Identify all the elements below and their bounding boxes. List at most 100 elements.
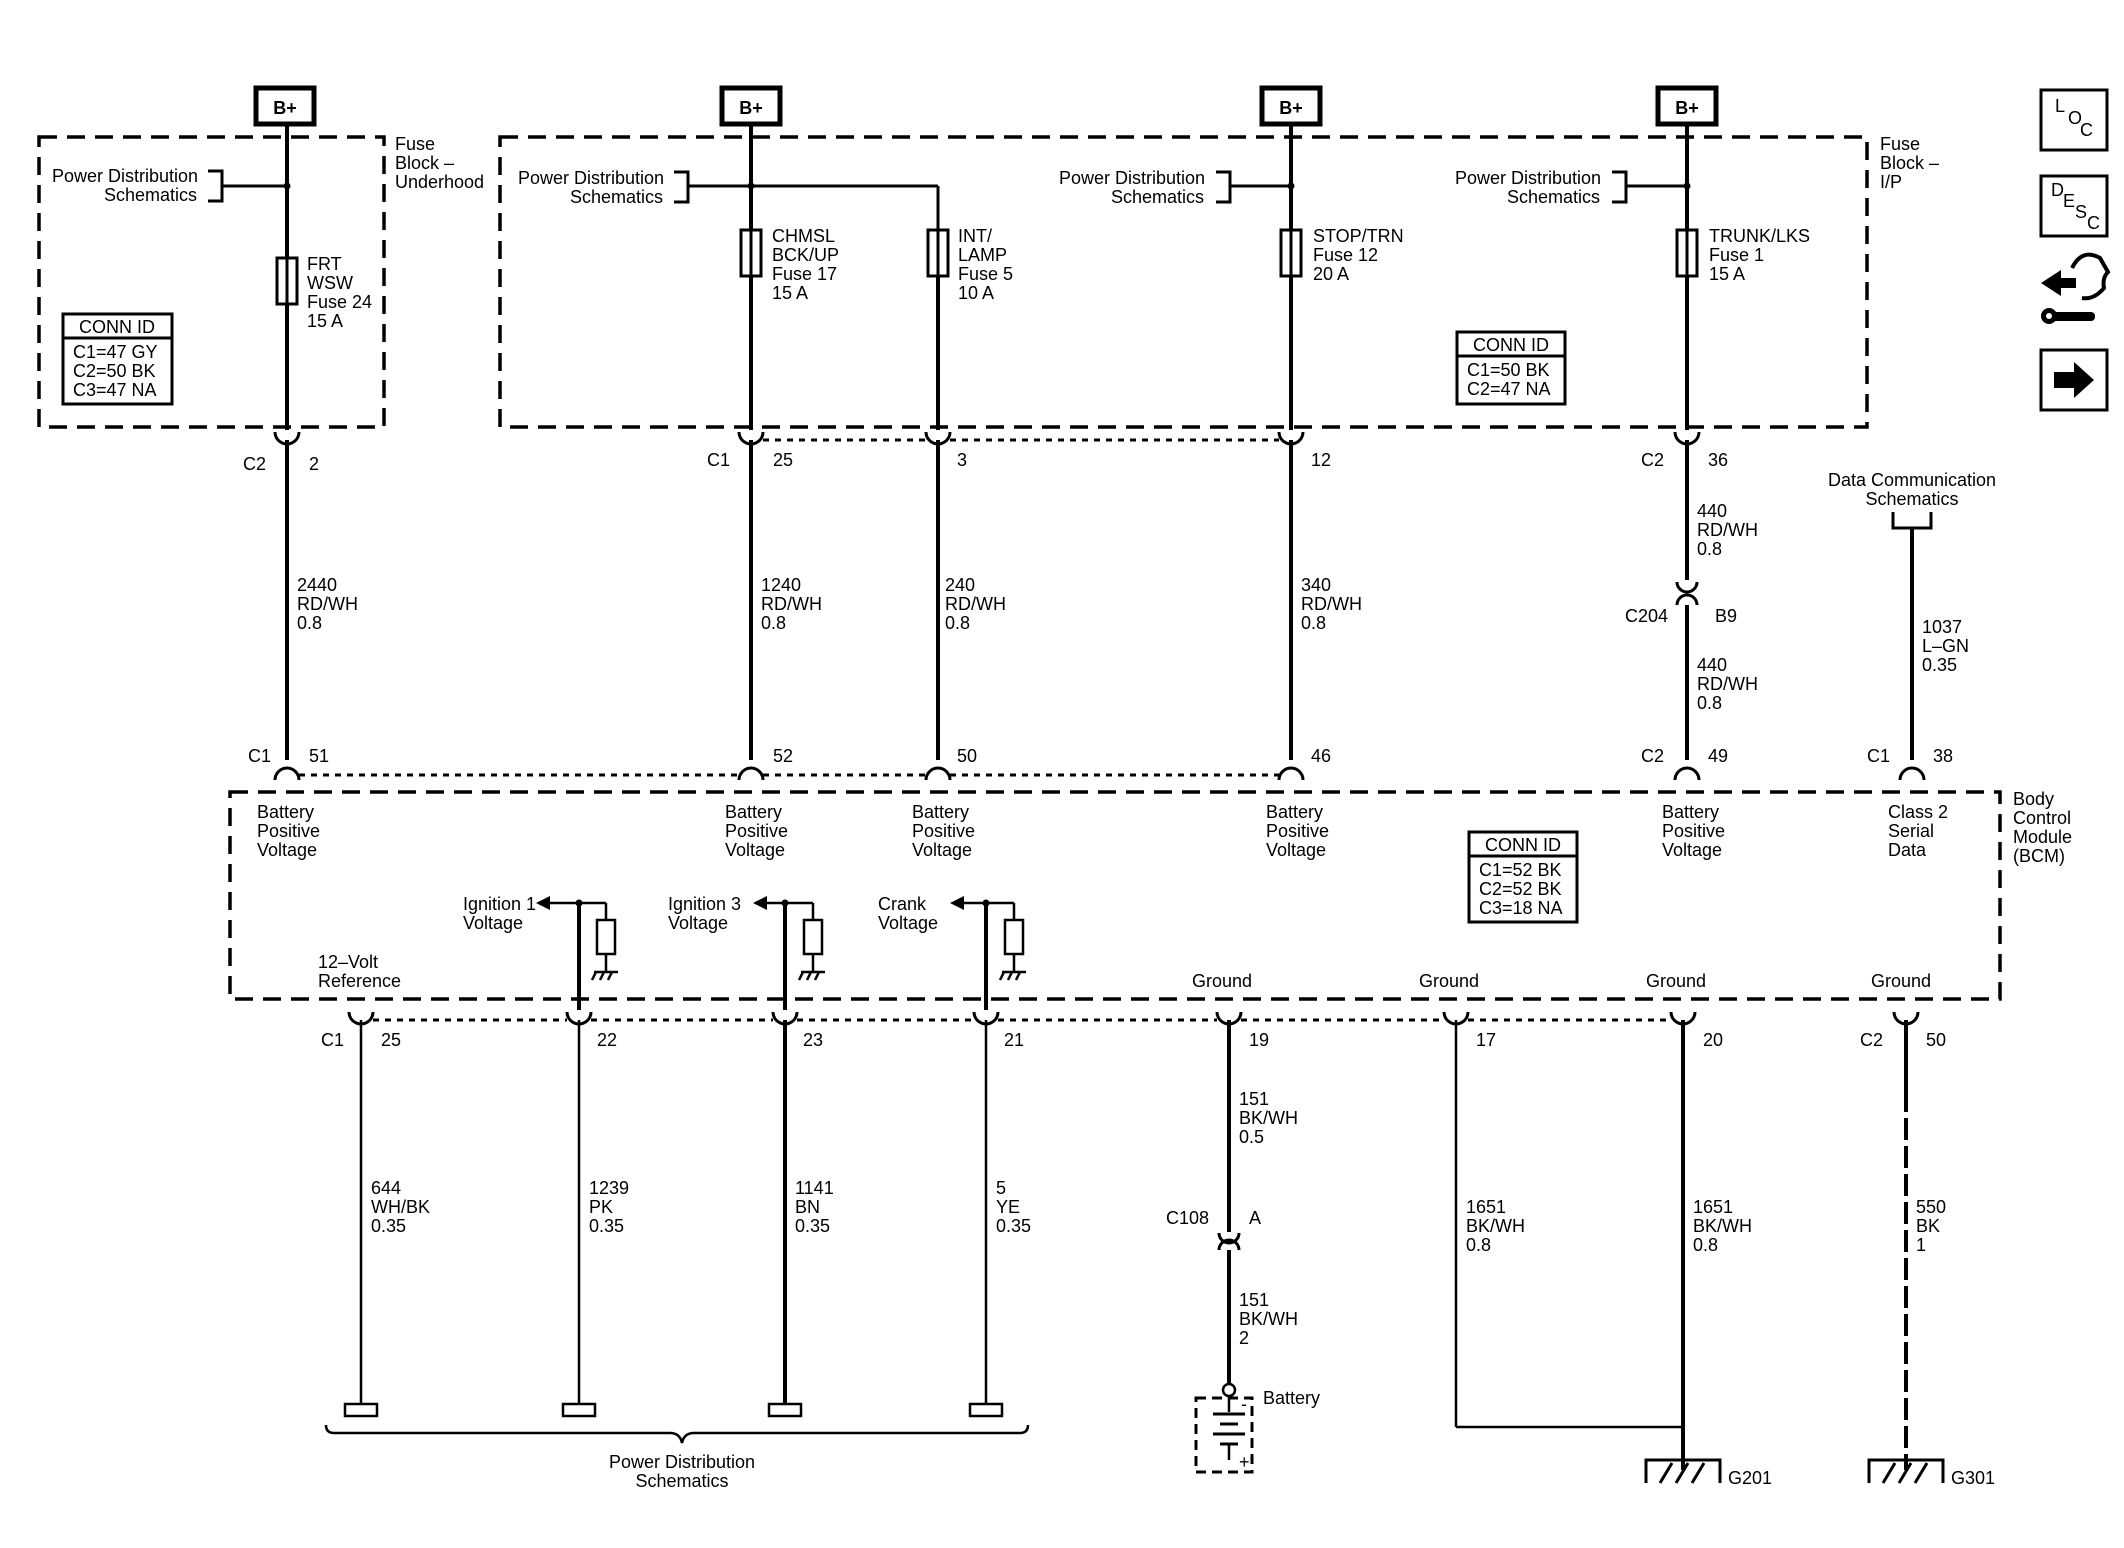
pin-label: 50 xyxy=(957,746,977,766)
b-plus-label: B+ xyxy=(739,98,763,118)
pd-schematics-link[interactable]: Schematics xyxy=(635,1471,728,1491)
fuse-label: FRT xyxy=(307,254,342,274)
bcm-title: (BCM) xyxy=(2013,846,2065,866)
wire-label: 240 xyxy=(945,575,975,595)
fuse-label: STOP/TRN xyxy=(1313,226,1404,246)
connector-label: C1 xyxy=(1867,746,1890,766)
wire-label: 1239 xyxy=(589,1178,629,1198)
pin-function: Voltage xyxy=(257,840,317,860)
pin-function: Battery xyxy=(1266,802,1323,822)
battery-label: Battery xyxy=(1263,1388,1320,1408)
wire-label: 644 xyxy=(371,1178,401,1198)
pin-function: Ground xyxy=(1646,971,1706,991)
wire-label: WH/BK xyxy=(371,1197,430,1217)
pd-schematics-link[interactable]: Schematics xyxy=(104,185,197,205)
wrench-icon xyxy=(2041,252,2111,324)
pin-label: 25 xyxy=(381,1030,401,1050)
pin-function: Positive xyxy=(1266,821,1329,841)
nav-desc-letter: D xyxy=(2051,180,2064,200)
pd-schematics-link[interactable]: Power Distribution xyxy=(1059,168,1205,188)
pin-label: A xyxy=(1249,1208,1261,1228)
arrow-right-icon xyxy=(2054,362,2094,398)
pin-label: 49 xyxy=(1708,746,1728,766)
pd-schematics-link[interactable]: Power Distribution xyxy=(609,1452,755,1472)
input-label: Ignition 3 xyxy=(668,894,741,914)
c108-connector: C108 A xyxy=(1166,1208,1261,1251)
ground-label: G301 xyxy=(1951,1468,1995,1488)
pd-schematics-link[interactable]: Power Distribution xyxy=(518,168,664,188)
data-comm-link[interactable]: Data Communication xyxy=(1828,470,1996,490)
wire-label: 440 xyxy=(1697,501,1727,521)
connector-label: C2 xyxy=(243,454,266,474)
wire-label: 0.8 xyxy=(1466,1235,1491,1255)
wire-label: 0.8 xyxy=(1301,613,1326,633)
pd-schematics-link[interactable]: Schematics xyxy=(1111,187,1204,207)
pd-schematics-link[interactable]: Schematics xyxy=(570,187,663,207)
wire-label: 0.8 xyxy=(297,613,322,633)
ground-g201: G201 xyxy=(1644,1458,1772,1488)
fuse-label: BCK/UP xyxy=(772,245,839,265)
pin-function: Positive xyxy=(1662,821,1725,841)
pin-function: Voltage xyxy=(725,840,785,860)
wire-label: 5 xyxy=(996,1178,1006,1198)
ground-g301: G301 xyxy=(1867,1458,1995,1488)
pin-function: Ground xyxy=(1192,971,1252,991)
nav-repair-button[interactable] xyxy=(2041,252,2111,324)
wire-label: 2 xyxy=(1239,1328,1249,1348)
pin-function: Positive xyxy=(912,821,975,841)
conn-id-row: C3=47 NA xyxy=(73,380,157,400)
nav-next-button[interactable] xyxy=(2039,348,2109,412)
wire-label: 0.8 xyxy=(1697,693,1722,713)
wire-label: 550 xyxy=(1916,1197,1946,1217)
pin-function: Voltage xyxy=(912,840,972,860)
data-comm-link[interactable]: Schematics xyxy=(1865,489,1958,509)
fuse-label: 20 A xyxy=(1313,264,1349,284)
b-plus-label: B+ xyxy=(273,98,297,118)
pin-function: Battery xyxy=(1662,802,1719,822)
fuse-block-ip: Fuse Block – I/P Power Distribution Sche… xyxy=(498,124,1939,430)
nav-desc-button[interactable]: D E S C xyxy=(2039,174,2109,238)
nav-desc-letter: S xyxy=(2075,202,2087,222)
pd-schematics-link[interactable]: Schematics xyxy=(1507,187,1600,207)
pd-schematics-link[interactable]: Power Distribution xyxy=(1455,168,1601,188)
data-comm-ref[interactable]: Data Communication Schematics xyxy=(1828,470,1996,530)
fuse-block-underhood: Fuse Block – Underhood Power Distributio… xyxy=(37,124,484,430)
fuse-label: 15 A xyxy=(1709,264,1745,284)
upper-wires: 2440 RD/WH 0.8 1240 RD/WH 0.8 240 RD/WH … xyxy=(285,440,1969,760)
connector-label: C1 xyxy=(321,1030,344,1050)
fuse-label: 15 A xyxy=(772,283,808,303)
wire-label: 151 xyxy=(1239,1089,1269,1109)
pin-label: 17 xyxy=(1476,1030,1496,1050)
conn-id-row: C2=52 BK xyxy=(1479,879,1562,899)
pin-function: Battery xyxy=(725,802,782,822)
ignition-1-input: Ignition 1 Voltage xyxy=(463,894,618,981)
pin-label: 52 xyxy=(773,746,793,766)
connector-label: C108 xyxy=(1166,1208,1209,1228)
pin-function: Ground xyxy=(1871,971,1931,991)
connector-label: C2 xyxy=(1641,450,1664,470)
fuse-label: INT/ xyxy=(958,226,992,246)
fuse-block-title: Fuse xyxy=(395,134,435,154)
wire-label: RD/WH xyxy=(945,594,1006,614)
ignition-3-input: Ignition 3 Voltage xyxy=(668,894,825,981)
nav-desc-letter: E xyxy=(2063,191,2075,211)
nav-desc-letter: C xyxy=(2087,213,2100,233)
pd-schematics-link[interactable]: Power Distribution xyxy=(52,166,198,186)
wire-label: BK/WH xyxy=(1466,1216,1525,1236)
battery-minus: - xyxy=(1241,1394,1247,1414)
battery-symbol: - + Battery xyxy=(1194,1382,1320,1474)
wire-label: 0.35 xyxy=(1922,655,1957,675)
pd-bottom-terminals: Power Distribution Schematics xyxy=(324,1402,1030,1491)
fuse-label: WSW xyxy=(307,273,353,293)
wire-label: 0.8 xyxy=(761,613,786,633)
wire-label: 1651 xyxy=(1466,1197,1506,1217)
pin-function: Reference xyxy=(318,971,401,991)
fuse-label: Fuse 17 xyxy=(772,264,837,284)
pin-function: Ground xyxy=(1419,971,1479,991)
nav-loc-button[interactable]: L O C xyxy=(2039,88,2109,152)
wire-label: 0.35 xyxy=(795,1216,830,1236)
wire-label: 1 xyxy=(1916,1235,1926,1255)
pin-label: 46 xyxy=(1311,746,1331,766)
wire-label: BK/WH xyxy=(1239,1309,1298,1329)
